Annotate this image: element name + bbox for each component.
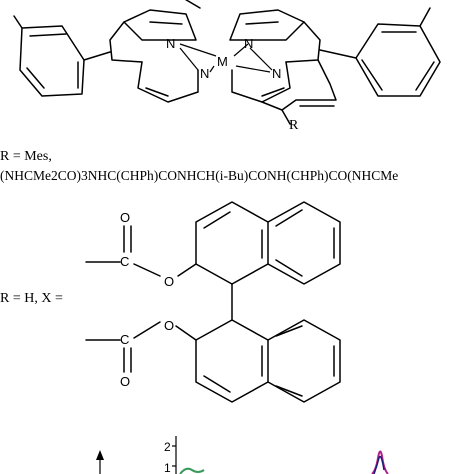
carbonyl-carbon-top: C: [120, 254, 129, 269]
metal-atom: M: [217, 54, 228, 69]
porphyrin-structure: N N M N N R: [13, 0, 441, 133]
substituent-r-label: R: [289, 118, 299, 133]
tick-label-2: 2: [164, 440, 171, 454]
ester-oxygen-bottom: O: [164, 318, 174, 333]
nitrogen-atom-top-left: N: [166, 36, 175, 51]
arrow-head: [96, 450, 104, 460]
definition-line-binaphthyl: R = H, X =: [0, 291, 63, 306]
nitrogen-atom-bottom-right: N: [272, 66, 281, 81]
spectrum-plot-fragment: 2 1: [96, 436, 389, 474]
carbonyl-oxygen-top: O: [120, 210, 130, 225]
carbonyl-carbon-bottom: C: [120, 332, 129, 347]
ester-oxygen-top: O: [164, 274, 174, 289]
magenta-peak: [371, 450, 389, 474]
definition-line-peptide: (NHCMe2CO)3NHC(CHPh)CONHCH(i-Bu)CONH(CHP…: [0, 168, 398, 183]
binaphthyl-structure: O C O O C O: [85, 201, 341, 403]
nitrogen-atom-bottom-left: N: [200, 66, 209, 81]
navy-peak: [373, 455, 385, 474]
carbonyl-oxygen-bottom: O: [120, 374, 130, 389]
nitrogen-atom-top-right: N: [244, 36, 253, 51]
definition-line-mes: R = Mes,: [0, 149, 52, 164]
tick-label-1: 1: [164, 461, 171, 474]
substituent-definitions: R = Mes, (NHCMe2CO)3NHC(CHPh)CONHCH(i-Bu…: [0, 149, 398, 306]
green-trace: [179, 467, 205, 474]
